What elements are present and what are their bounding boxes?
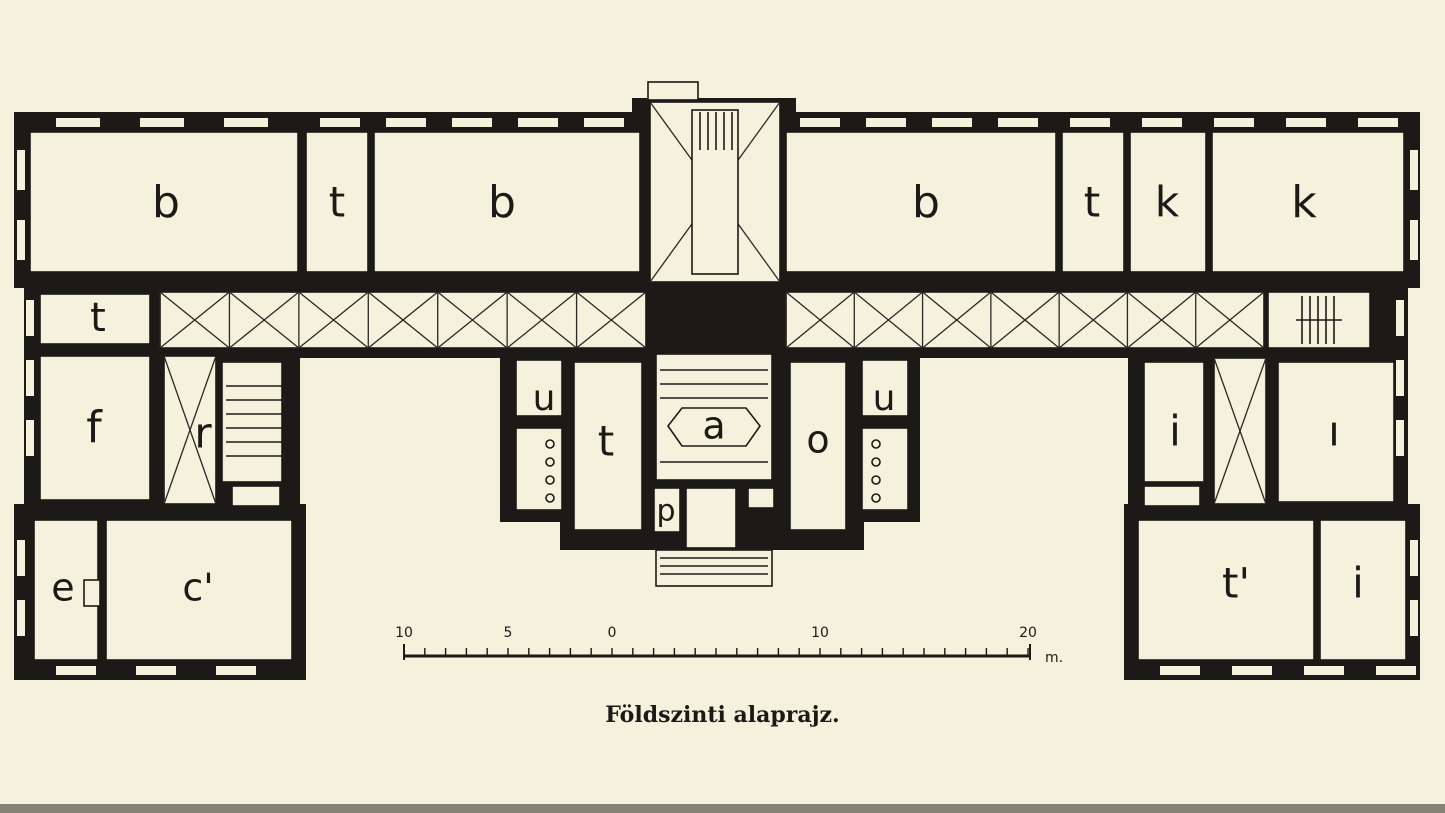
window (224, 118, 268, 127)
window (17, 150, 25, 190)
vault-rib (367, 291, 439, 349)
window (1410, 540, 1418, 576)
room-labels: b t b b t k k t f r e c' u t a p o u i ı… (51, 177, 1364, 610)
windows (17, 118, 1418, 675)
window (17, 540, 25, 576)
central-stair-hall (647, 81, 781, 283)
window (1214, 118, 1254, 127)
window (1410, 600, 1418, 636)
room-label-p-center: p (656, 494, 675, 529)
room-label-u-left: u (533, 378, 556, 419)
room-label-b-middle-left: b (488, 177, 516, 228)
vault-rib (576, 291, 647, 349)
scale-bar: 10 5 0 10 20 m. (395, 625, 1063, 666)
window (1410, 220, 1418, 260)
window (518, 118, 558, 127)
room-label-t-west: t (90, 295, 106, 341)
rooms-west-wing (33, 293, 293, 661)
scale-tick-10: 10 (811, 625, 829, 641)
window (56, 666, 96, 675)
window (932, 118, 972, 127)
window (1232, 666, 1272, 675)
window (386, 118, 426, 127)
window (998, 118, 1038, 127)
scale-tick-5: 5 (504, 625, 513, 641)
room-label-k-small: k (1155, 178, 1180, 227)
rooms-east-wing (1137, 357, 1407, 661)
window (140, 118, 184, 127)
window (26, 360, 34, 396)
vault-rib (506, 291, 577, 349)
window (56, 118, 100, 127)
window (136, 666, 176, 675)
room-label-f-west: f (86, 402, 103, 453)
room-label-t-east: t' (1222, 559, 1250, 608)
vault-rib (922, 291, 992, 349)
vault-rib (853, 291, 923, 349)
vault-rib (437, 291, 508, 349)
vault-rib (1127, 291, 1197, 349)
plan-caption: Földszinti alaprajz. (605, 702, 840, 728)
room-label-e-west: e (51, 566, 74, 610)
room-label-i-east-small: i (1169, 407, 1181, 456)
window (866, 118, 906, 127)
room-label-b-middle-right: b (912, 177, 940, 228)
scale-tick-10-left: 10 (395, 625, 413, 641)
room-label-o-center: o (806, 418, 829, 462)
window (26, 420, 34, 456)
corridor (159, 291, 1371, 349)
room-label-a-center: a (702, 404, 725, 448)
window (1304, 666, 1344, 675)
vault-rib (159, 291, 230, 349)
window (1358, 118, 1398, 127)
room-label-t-top-right: t (1084, 178, 1100, 227)
room-label-k-large: k (1291, 177, 1317, 228)
room-label-u-right: u (873, 378, 896, 419)
window (1396, 420, 1404, 456)
vault-rib (990, 291, 1060, 349)
rooms-central-wing (515, 353, 909, 587)
room-label-t-top-left: t (329, 178, 345, 227)
vault-rib (229, 291, 300, 349)
scale-tick-0: 0 (608, 625, 617, 641)
vault-rib (785, 291, 855, 349)
vault-rib (1058, 291, 1128, 349)
vault-rib (1195, 291, 1265, 349)
page-edge-shadow (0, 804, 1445, 813)
window (452, 118, 492, 127)
window (1376, 666, 1416, 675)
window (17, 220, 25, 260)
window (1160, 666, 1200, 675)
window (1396, 360, 1404, 396)
window (1396, 300, 1404, 336)
room-label-i-east-large: ı (1328, 407, 1340, 456)
rooms-top-row (29, 131, 1405, 273)
room-label-c-west: c' (182, 566, 213, 610)
window (320, 118, 360, 127)
window (584, 118, 624, 127)
window (1142, 118, 1182, 127)
window (26, 300, 34, 336)
scale-unit: m. (1045, 650, 1063, 666)
window (1410, 150, 1418, 190)
room-label-b-left: b (152, 177, 180, 228)
scale-tick-20: 20 (1019, 625, 1037, 641)
window (1070, 118, 1110, 127)
window (17, 600, 25, 636)
window (1286, 118, 1326, 127)
room-label-r-west: r (194, 409, 212, 458)
vault-rib (298, 291, 369, 349)
window (800, 118, 840, 127)
window (216, 666, 256, 675)
room-label-i-east-bottom: i (1352, 559, 1364, 608)
room-label-t-center: t (598, 417, 614, 466)
